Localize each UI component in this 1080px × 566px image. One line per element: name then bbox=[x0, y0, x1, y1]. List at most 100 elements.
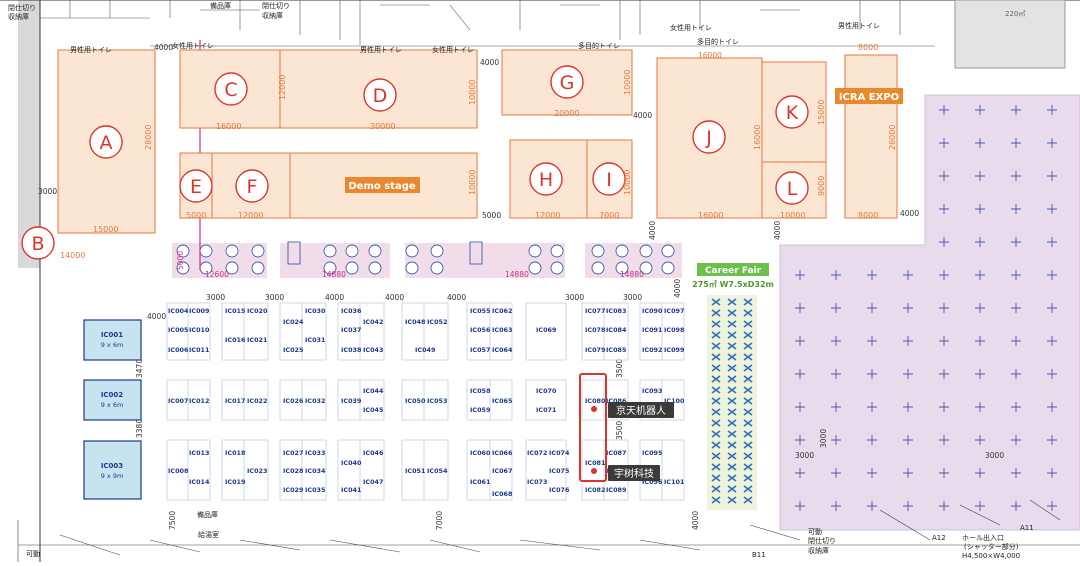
hall-circle-b[interactable] bbox=[21, 226, 55, 260]
booth-ic027[interactable]: IC027 bbox=[283, 449, 303, 457]
booth-ic059[interactable]: IC059 bbox=[470, 406, 491, 414]
booth-ic016[interactable]: IC016 bbox=[225, 336, 246, 344]
booth-ic037[interactable]: IC037 bbox=[341, 326, 361, 334]
booth-ic038[interactable]: IC038 bbox=[341, 346, 362, 354]
booth-ic089[interactable]: IC089 bbox=[606, 486, 627, 494]
booth-ic035[interactable]: IC035 bbox=[305, 486, 325, 494]
booth-ic017[interactable]: IC017 bbox=[225, 397, 245, 405]
booth-ic082[interactable]: IC082 bbox=[585, 486, 605, 494]
booth-ic031[interactable]: IC031 bbox=[305, 336, 325, 344]
booth-ic039[interactable]: IC039 bbox=[341, 397, 362, 405]
booth-ic014[interactable]: IC014 bbox=[189, 478, 210, 486]
booth-ic029[interactable]: IC029 bbox=[283, 486, 304, 494]
hall-circle-g[interactable] bbox=[550, 65, 584, 99]
booth-ic025[interactable]: IC025 bbox=[283, 346, 303, 354]
booth-ic067[interactable]: IC067 bbox=[492, 467, 512, 475]
booth-ic087[interactable]: IC087 bbox=[606, 449, 626, 457]
booth-ic060[interactable]: IC060 bbox=[470, 449, 491, 457]
booth-ic034[interactable]: IC034 bbox=[305, 467, 326, 475]
booth-ic066[interactable]: IC066 bbox=[492, 449, 513, 457]
booth-ic091[interactable]: IC091 bbox=[642, 326, 662, 334]
booth-ic081[interactable]: IC081 bbox=[585, 459, 605, 467]
booth-ic076[interactable]: IC076 bbox=[549, 486, 570, 494]
booth-ic062[interactable]: IC062 bbox=[492, 307, 512, 315]
booth-ic064[interactable]: IC064 bbox=[492, 346, 513, 354]
booth-ic099[interactable]: IC099 bbox=[664, 346, 685, 354]
booth-ic032[interactable]: IC032 bbox=[305, 397, 325, 405]
booth-ic096[interactable]: IC096 bbox=[642, 478, 663, 486]
booth-ic003[interactable] bbox=[83, 440, 142, 500]
booth-ic084[interactable]: IC084 bbox=[606, 326, 627, 334]
hall-circle-e[interactable] bbox=[179, 169, 213, 203]
booth-ic056[interactable]: IC056 bbox=[470, 326, 491, 334]
booth-ic049[interactable]: IC049 bbox=[415, 346, 436, 354]
booth-ic098[interactable]: IC098 bbox=[664, 326, 685, 334]
booth-ic097[interactable]: IC097 bbox=[664, 307, 684, 315]
booth-ic009[interactable]: IC009 bbox=[189, 307, 210, 315]
booth-ic030[interactable]: IC030 bbox=[305, 307, 326, 315]
hall-circle-a[interactable] bbox=[89, 125, 123, 159]
booth-ic046[interactable]: IC046 bbox=[363, 449, 384, 457]
booth-ic057[interactable]: IC057 bbox=[470, 346, 490, 354]
booth-ic058[interactable]: IC058 bbox=[470, 387, 491, 395]
booth-ic021[interactable]: IC021 bbox=[247, 336, 267, 344]
booth-ic085[interactable]: IC085 bbox=[606, 346, 626, 354]
booth-ic041[interactable]: IC041 bbox=[341, 486, 361, 494]
booth-ic068[interactable]: IC068 bbox=[492, 490, 513, 498]
booth-ic093[interactable]: IC093 bbox=[642, 387, 662, 395]
booth-ic050[interactable]: IC050 bbox=[405, 397, 426, 405]
booth-ic061[interactable]: IC061 bbox=[470, 478, 490, 486]
hall-circle-i[interactable] bbox=[592, 162, 626, 196]
booth-ic078[interactable]: IC078 bbox=[585, 326, 606, 334]
booth-ic090[interactable]: IC090 bbox=[642, 307, 663, 315]
booth-ic070[interactable]: IC070 bbox=[536, 387, 557, 395]
booth-ic045[interactable]: IC045 bbox=[363, 406, 383, 414]
booth-ic011[interactable]: IC011 bbox=[189, 346, 209, 354]
hall-circle-k[interactable] bbox=[775, 95, 809, 129]
booth-ic015[interactable]: IC015 bbox=[225, 307, 245, 315]
booth-ic008[interactable]: IC008 bbox=[168, 467, 189, 475]
booth-ic001[interactable] bbox=[83, 319, 142, 361]
booth-ic052[interactable]: IC052 bbox=[427, 318, 447, 326]
booth-ic072[interactable]: IC072 bbox=[527, 449, 547, 457]
booth-ic074[interactable]: IC074 bbox=[549, 449, 570, 457]
booth-ic020[interactable]: IC020 bbox=[247, 307, 268, 315]
booth-ic092[interactable]: IC092 bbox=[642, 346, 662, 354]
booth-ic013[interactable]: IC013 bbox=[189, 449, 209, 457]
booth-ic019[interactable]: IC019 bbox=[225, 478, 246, 486]
booth-ic069[interactable]: IC069 bbox=[536, 326, 557, 334]
booth-ic002[interactable] bbox=[83, 379, 142, 421]
booth-ic051[interactable]: IC051 bbox=[405, 467, 425, 475]
booth-ic040[interactable]: IC040 bbox=[341, 459, 362, 467]
booth-ic073[interactable]: IC073 bbox=[527, 478, 547, 486]
booth-ic036[interactable]: IC036 bbox=[341, 307, 362, 315]
booth-ic026[interactable]: IC026 bbox=[283, 397, 304, 405]
hall-circle-d[interactable] bbox=[363, 78, 397, 112]
booth-ic023[interactable]: IC023 bbox=[247, 467, 267, 475]
booth-ic012[interactable]: IC012 bbox=[189, 397, 209, 405]
booth-ic048[interactable]: IC048 bbox=[405, 318, 426, 326]
booth-ic077[interactable]: IC077 bbox=[585, 307, 605, 315]
booth-ic043[interactable]: IC043 bbox=[363, 346, 383, 354]
icra-expo-area[interactable] bbox=[844, 54, 898, 219]
booth-ic044[interactable]: IC044 bbox=[363, 387, 384, 395]
hall-circle-j[interactable] bbox=[692, 120, 726, 154]
booth-ic063[interactable]: IC063 bbox=[492, 326, 512, 334]
hall-circle-c[interactable] bbox=[214, 72, 248, 106]
booth-ic033[interactable]: IC033 bbox=[305, 449, 325, 457]
booth-ic010[interactable]: IC010 bbox=[189, 326, 210, 334]
hall-circle-f[interactable] bbox=[235, 169, 269, 203]
booth-ic042[interactable]: IC042 bbox=[363, 318, 383, 326]
booth-ic047[interactable]: IC047 bbox=[363, 478, 383, 486]
hall-circle-h[interactable] bbox=[529, 162, 563, 196]
booth-ic080[interactable]: IC080 bbox=[585, 397, 606, 405]
booth-ic065[interactable]: IC065 bbox=[492, 397, 512, 405]
booth-ic100[interactable]: IC100 bbox=[664, 397, 685, 405]
booth-ic055[interactable]: IC055 bbox=[470, 307, 490, 315]
hall-circle-l[interactable] bbox=[775, 171, 809, 205]
booth-ic024[interactable]: IC024 bbox=[283, 318, 304, 326]
booth-ic018[interactable]: IC018 bbox=[225, 449, 246, 457]
booth-ic086[interactable]: IC086 bbox=[606, 397, 627, 405]
booth-ic071[interactable]: IC071 bbox=[536, 406, 556, 414]
booth-ic005[interactable]: IC005 bbox=[168, 326, 188, 334]
